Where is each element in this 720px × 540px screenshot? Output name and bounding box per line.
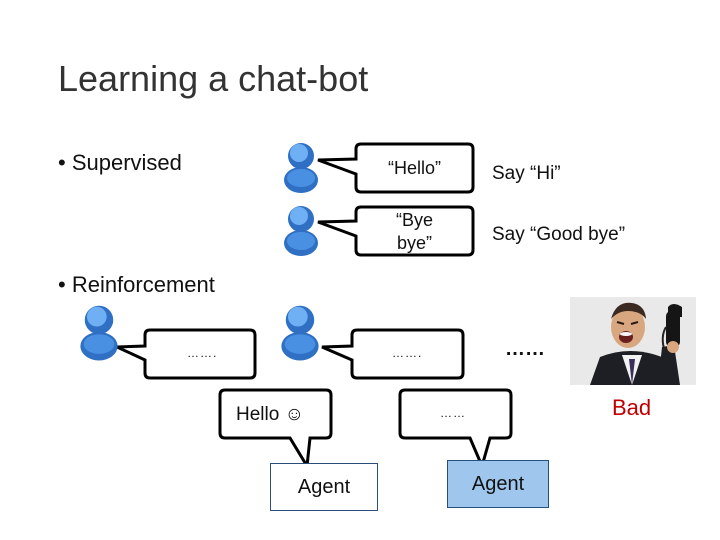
person-icon	[80, 305, 118, 361]
speech-bubble-hello	[317, 142, 475, 194]
speech-bubble-dots-1	[116, 328, 257, 380]
agent-box-1: Agent	[270, 463, 378, 511]
speech-bubble-dots-2	[321, 328, 465, 380]
person-icon	[281, 305, 319, 361]
speech-bubble-agent-dots	[398, 388, 513, 471]
ellipsis: ……	[505, 338, 545, 360]
agent-reply-hello: Hello ☺	[236, 404, 304, 425]
angry-man-on-phone-photo	[570, 297, 696, 385]
person-icon	[284, 143, 318, 193]
bullet-supervised: • Supervised	[58, 150, 182, 175]
agent-reply-dots: ……	[440, 406, 466, 420]
dialog-dots-2: …….	[392, 346, 423, 360]
dialog-dots-1: …….	[187, 346, 218, 360]
person-icon	[284, 206, 318, 256]
input-hello: “Hello”	[387, 158, 441, 178]
feedback-bad: Bad	[612, 395, 652, 420]
speech-bubble-agent-hello	[218, 388, 333, 471]
slide-title: Learning a chat-bot	[58, 58, 369, 99]
target-say-hi: Say “Hi”	[492, 163, 561, 184]
speech-bubble-byebye	[317, 205, 475, 257]
agent-box-2: Agent	[447, 460, 549, 508]
input-bye-line2: bye”	[396, 233, 432, 253]
input-bye-line1: “Bye	[395, 210, 433, 230]
target-say-goodbye: Say “Good bye”	[492, 224, 626, 245]
bullet-reinforcement: • Reinforcement	[58, 272, 215, 297]
